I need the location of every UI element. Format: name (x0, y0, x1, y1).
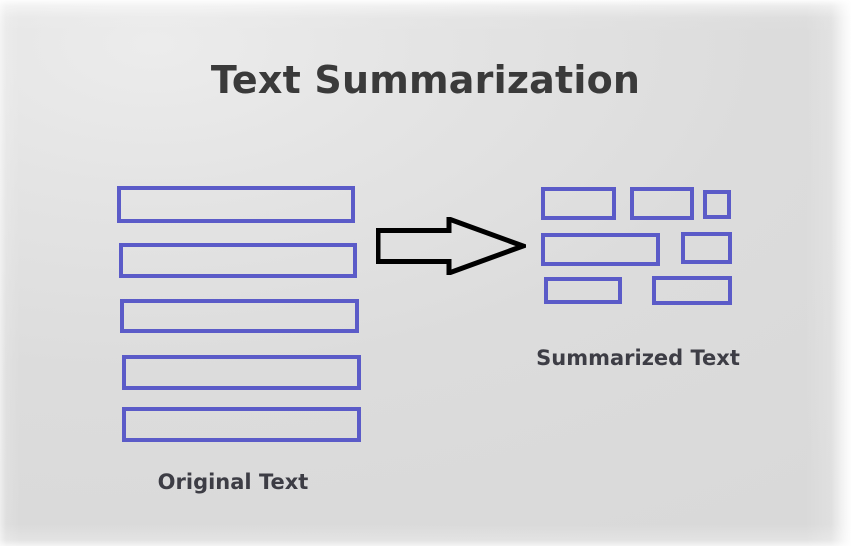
summarized-text-block-3 (703, 190, 731, 219)
summarized-text-block-6 (544, 277, 622, 304)
original-text-caption: Original Text (157, 470, 309, 494)
original-text-line-3 (120, 299, 359, 333)
transform-arrow (376, 217, 526, 275)
summarized-text-block-7 (652, 276, 732, 305)
page-title: Text Summarization (210, 58, 641, 102)
summarized-text-block-5 (681, 232, 732, 264)
summarized-text-block-1 (541, 187, 616, 220)
summarized-text-block-2 (630, 187, 694, 220)
original-text-line-5 (122, 407, 361, 442)
original-text-line-1 (117, 186, 355, 223)
summarized-text-block-4 (541, 233, 660, 266)
original-text-line-2 (119, 243, 357, 278)
summarized-text-caption: Summarized Text (536, 346, 740, 370)
